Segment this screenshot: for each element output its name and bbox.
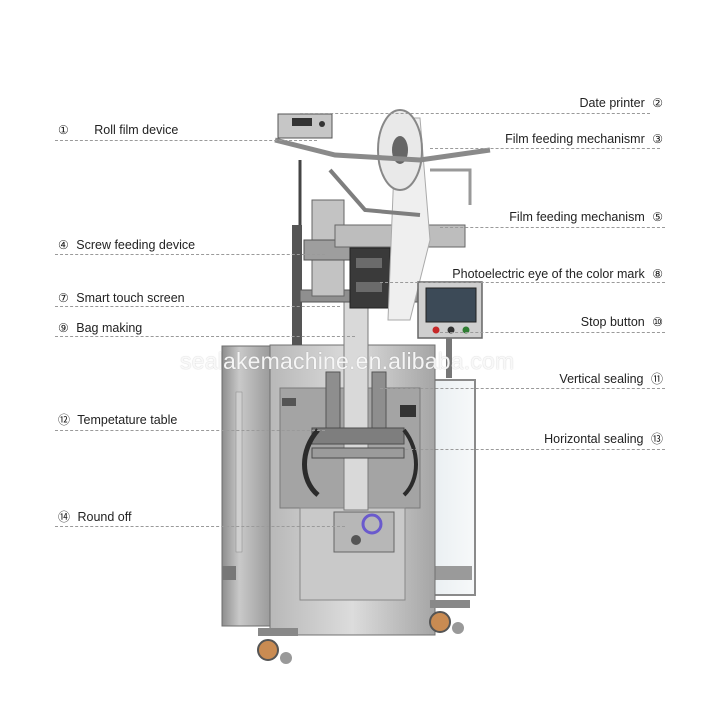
label-number: ⑫ [58,413,71,427]
label-text: Stop button [580,315,645,329]
leader-line [380,449,665,450]
label-number: ⑪ [650,372,663,386]
caster [257,639,279,661]
label-text: Horizontal sealing [544,432,644,446]
leader-line [55,430,325,431]
label-text: Round off [77,510,132,524]
film-drive-motor [349,247,391,309]
leader-line [55,254,325,255]
leader-line [430,148,660,149]
upper-frame-left [292,225,302,345]
label-number: ⑩ [652,315,663,329]
label-text: Photoelectric eye of the color mark [452,267,645,281]
leader-line [380,282,665,283]
leader-line [55,306,340,307]
caster [429,611,451,633]
label-date-printer: Date printer ② [579,96,667,110]
label-text: Vertical sealing [559,372,644,386]
leader-line [440,227,665,228]
label-number: ⑤ [652,210,663,224]
label-stop-button: Stop button ⑩ [581,315,667,329]
label-text: Bag making [76,321,143,335]
label-film-feeding-mechanism: Film feeding mechanism ⑤ [509,210,667,224]
label-roll-film-device: ① Roll film device [54,123,178,137]
label-film-feeding-mechanismr: Film feeding mechanismr ③ [505,132,667,146]
label-text: Roll film device [94,123,179,137]
label-number: ④ [58,238,69,252]
label-text: Screw feeding device [76,238,196,252]
label-round-off: ⑭ Round off [54,510,131,524]
leader-line [380,388,665,389]
label-number: ⑭ [58,510,71,524]
touch-screen [425,287,477,323]
label-bag-making: ⑨ Bag making [54,321,142,335]
forming-tube [343,299,369,511]
leader-line [300,113,650,114]
label-text: Film feeding mechanism [509,210,645,224]
leader-line [440,332,665,333]
label-text: Tempetature table [77,413,178,427]
leader-line [55,140,317,141]
label-number: ① [58,123,69,137]
leader-line [55,526,345,527]
label-vertical-sealing: Vertical sealing ⑪ [559,372,667,386]
watermark: sealakemachine.en.alibaba.com [180,348,515,374]
label-photoelectric-eye: Photoelectric eye of the color mark ⑧ [452,267,667,281]
leader-line [55,336,355,337]
label-text: Smart touch screen [76,291,185,305]
label-number: ⑨ [58,321,69,335]
label-number: ⑦ [58,291,69,305]
label-number: ② [652,96,663,110]
label-text: Film feeding mechanismr [505,132,645,146]
stop-button [432,326,440,334]
label-temperature-table: ⑫ Tempetature table [54,413,177,427]
label-smart-touch-screen: ⑦ Smart touch screen [54,291,185,305]
label-number: ⑧ [652,267,663,281]
label-number: ⑬ [650,432,663,446]
label-text: Date printer [579,96,645,110]
label-horizontal-sealing: Horizontal sealing ⑬ [544,432,667,446]
label-number: ③ [652,132,663,146]
label-screw-feeding-device: ④ Screw feeding device [54,238,195,252]
